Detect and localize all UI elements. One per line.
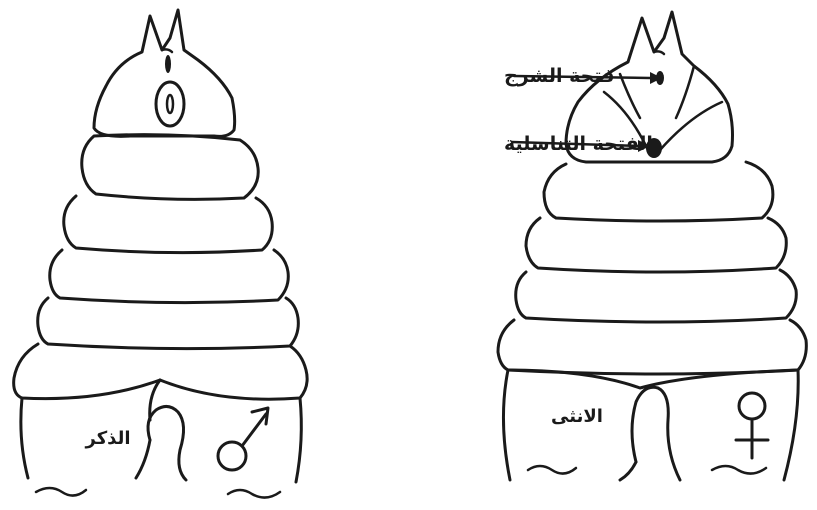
female-plate-inner-right bbox=[676, 66, 694, 118]
female-symbol-icon bbox=[736, 393, 768, 458]
label-female: الانثى bbox=[551, 406, 603, 427]
male-squiggle-right bbox=[228, 490, 280, 498]
female-squiggle-right bbox=[712, 466, 766, 474]
female-segment-4 bbox=[498, 320, 806, 374]
male-genital-inner bbox=[167, 95, 173, 113]
male-central-notch bbox=[148, 406, 186, 480]
male-tip-cleft bbox=[162, 49, 172, 52]
male-abdomen bbox=[14, 10, 307, 498]
male-segment-1 bbox=[82, 135, 258, 200]
male-segment-5 bbox=[14, 344, 307, 399]
label-male: الذكر bbox=[85, 428, 131, 449]
male-genital-opening bbox=[156, 82, 184, 126]
male-right-lobe bbox=[296, 398, 301, 482]
female-segment-1 bbox=[544, 162, 773, 221]
male-segment-2 bbox=[64, 196, 273, 253]
female-segment-3 bbox=[516, 270, 797, 322]
female-segment-2 bbox=[526, 218, 786, 272]
female-tip-cleft bbox=[654, 51, 664, 54]
female-plate-right bbox=[660, 102, 722, 150]
male-segment-4 bbox=[38, 298, 299, 349]
female-squiggle-left bbox=[528, 466, 576, 474]
male-notch-left bbox=[136, 440, 150, 478]
male-symbol-icon bbox=[218, 408, 268, 470]
female-notch-left bbox=[620, 462, 636, 480]
male-anus bbox=[165, 55, 171, 73]
male-tip-segment bbox=[94, 10, 235, 136]
female-central-notch bbox=[632, 387, 680, 480]
male-segment-3 bbox=[50, 250, 289, 303]
label-genital-opening: الفتحة التناسلية bbox=[504, 133, 653, 155]
label-anus: فتحة الشرج bbox=[504, 65, 615, 87]
female-lower-right bbox=[784, 370, 798, 480]
female-lower-left bbox=[503, 370, 510, 480]
male-squiggle-left bbox=[36, 488, 86, 496]
